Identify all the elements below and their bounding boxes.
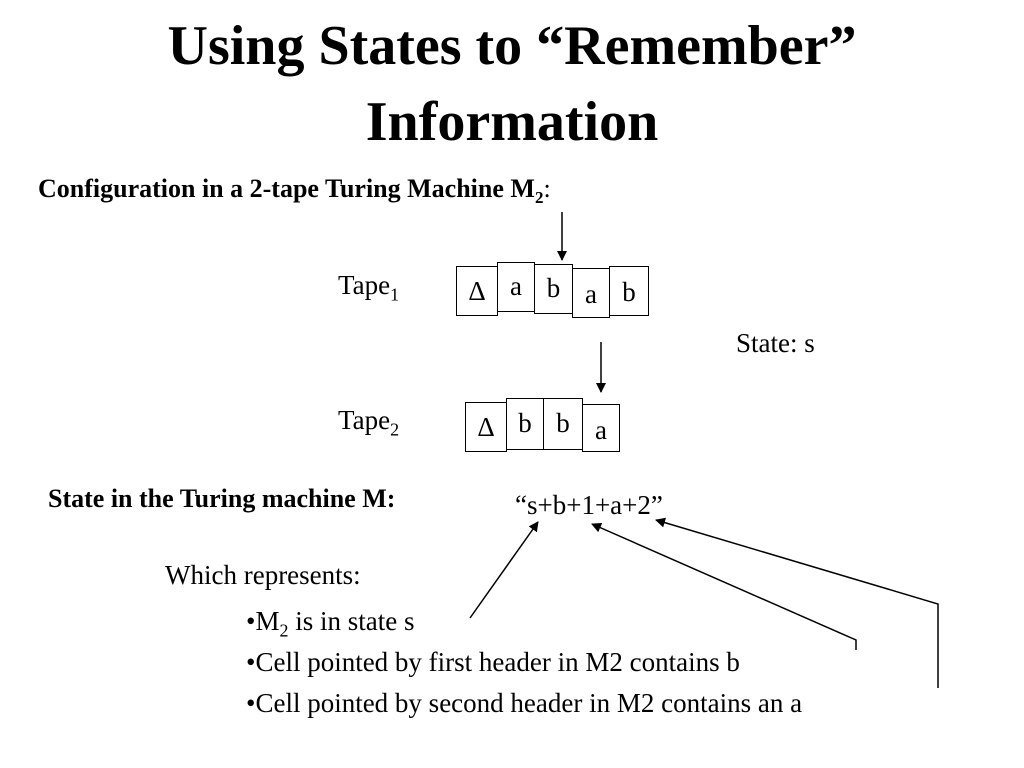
state-value: “s+b+1+a+2” xyxy=(515,490,663,520)
bullet1-arrow xyxy=(469,521,539,619)
configuration-heading-suffix: : xyxy=(543,174,551,203)
tape2-cell-0: Δ xyxy=(465,402,507,452)
tape2-label: Tape2 xyxy=(338,405,399,440)
configuration-heading-text: Configuration in a 2-tape Turing Machine… xyxy=(38,174,535,203)
bullet2-arrow xyxy=(591,523,857,650)
bullet-1-subscript: 2 xyxy=(279,620,289,641)
tape1-label: Tape1 xyxy=(338,270,399,305)
state-label: State: s xyxy=(736,328,815,358)
tape2-cell-2: b xyxy=(543,398,583,450)
state-heading: State in the Turing machine M: xyxy=(48,484,396,513)
tape2-label-text: Tape xyxy=(338,405,391,435)
bullet-item-2: •Cell pointed by first header in M2 cont… xyxy=(246,647,740,677)
bullet-item-1: •M2 is in state s xyxy=(246,606,414,641)
slide-title-line-1: Using States to “Remember” xyxy=(167,15,857,77)
slide-title-line-2: Information xyxy=(365,91,659,153)
tape2-label-subscript: 2 xyxy=(390,419,400,440)
tape2-cell-3: a xyxy=(582,404,620,452)
bullet3-arrow xyxy=(655,517,939,688)
tape1-cell-3: a xyxy=(572,268,610,318)
tape1-cell-1: a xyxy=(497,262,535,312)
tape1-cell-4: b xyxy=(609,266,649,316)
tape1-label-text: Tape xyxy=(338,270,391,300)
configuration-heading-subscript: 2 xyxy=(534,188,544,208)
tape1-label-subscript: 1 xyxy=(390,284,400,305)
bullet-1-prefix: •M xyxy=(246,606,280,636)
bullet-1-text: is in state s xyxy=(288,606,415,636)
tape1-cell-2: b xyxy=(534,264,573,314)
represents-label: Which represents: xyxy=(165,560,361,590)
configuration-heading: Configuration in a 2-tape Turing Machine… xyxy=(38,174,551,208)
bullet-item-3: •Cell pointed by second header in M2 con… xyxy=(246,688,803,718)
